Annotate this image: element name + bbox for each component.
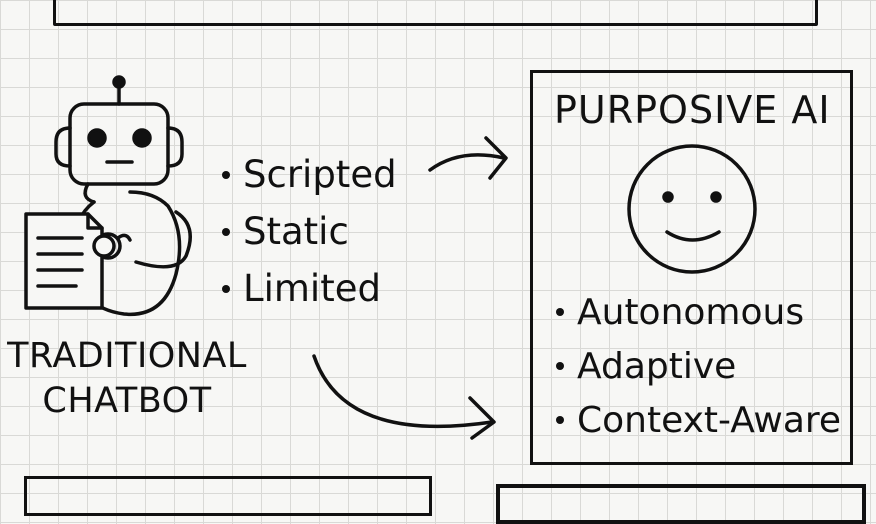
top-box-fragment <box>53 0 818 26</box>
trait-label: Static <box>243 210 349 253</box>
bullet-icon <box>556 416 564 424</box>
document-icon <box>24 212 104 310</box>
list-item: Autonomous <box>556 285 841 339</box>
traditional-chatbot-label: TRADITIONAL CHATBOT <box>0 334 254 424</box>
robot-icon <box>24 75 192 317</box>
list-item: Limited <box>222 260 397 317</box>
bullet-icon <box>556 308 564 316</box>
trait-label: Limited <box>243 267 381 310</box>
list-item: Static <box>222 203 397 260</box>
diagram-drawing <box>24 75 757 440</box>
bullet-icon <box>222 170 230 179</box>
purposive-ai-title: PURPOSIVE AI <box>554 88 831 132</box>
bullet-icon <box>222 284 230 293</box>
traditional-traits-list: Scripted Static Limited <box>222 146 397 317</box>
label-line-1: TRADITIONAL <box>7 336 247 376</box>
smiley-face-icon <box>627 144 757 274</box>
bullet-icon <box>556 362 564 370</box>
list-item: Context-Aware <box>556 393 841 447</box>
purposive-ai-box <box>530 70 853 465</box>
purposive-traits-list: Autonomous Adaptive Context-Aware <box>556 285 841 447</box>
list-item: Adaptive <box>556 339 841 393</box>
list-item: Scripted <box>222 146 397 203</box>
label-line-2: CHATBOT <box>42 381 212 421</box>
trait-label: Autonomous <box>577 291 805 333</box>
trait-label: Scripted <box>243 153 397 196</box>
bullet-icon <box>222 227 230 236</box>
curved-arrow-icon <box>312 354 496 440</box>
arrow-icon <box>428 136 508 180</box>
trait-label: Context-Aware <box>577 399 842 441</box>
trait-label: Adaptive <box>577 345 737 387</box>
